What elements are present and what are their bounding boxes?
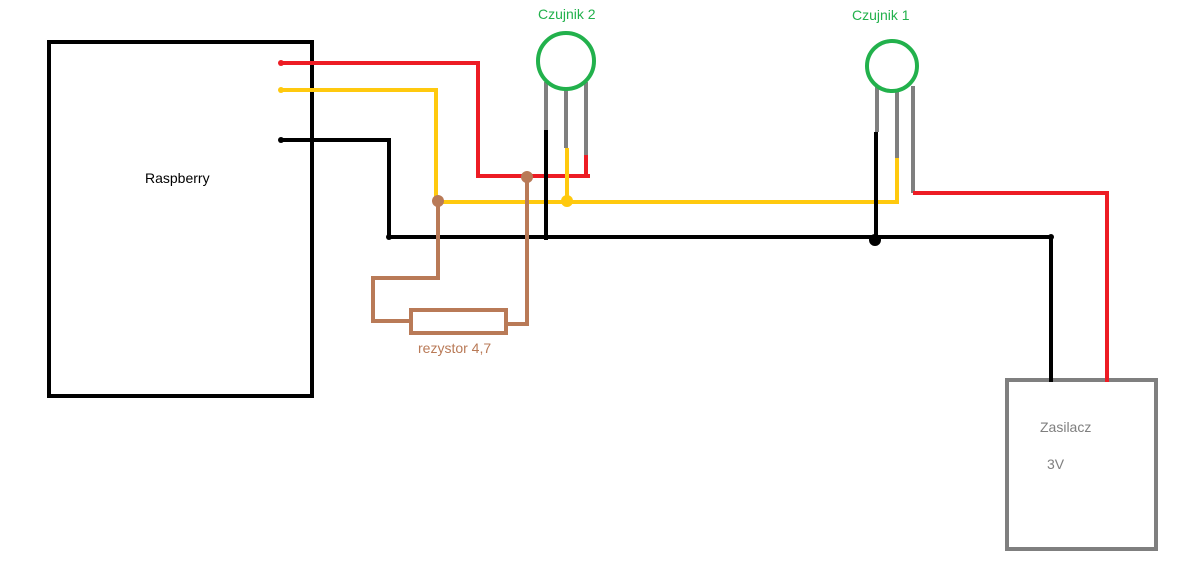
pin-dot-ground <box>278 137 284 143</box>
raspberry-label: Raspberry <box>145 170 210 186</box>
sensor1-legs <box>875 86 915 193</box>
resistor-junction-data <box>432 195 444 207</box>
ground-dot-right <box>1048 234 1054 240</box>
sensor2-legs <box>544 82 588 158</box>
voltage-label: 3V <box>1047 456 1065 472</box>
resistor <box>409 308 508 335</box>
resistor-junction-power <box>521 171 533 183</box>
pin-dot-data <box>278 87 284 93</box>
resistor-wire <box>371 177 529 326</box>
sensor1-circle <box>865 39 919 93</box>
sensor1-label: Czujnik 1 <box>852 7 910 23</box>
sensor2-label: Czujnik 2 <box>538 6 596 22</box>
power-wire <box>280 61 1109 382</box>
ground-junction <box>869 234 881 246</box>
data-wire <box>280 88 899 204</box>
sensor2-circle <box>536 31 596 91</box>
data-junction <box>561 195 573 207</box>
power-supply-label: Zasilacz <box>1040 419 1092 435</box>
raspberry-box <box>47 40 314 398</box>
ground-wire <box>280 130 1053 382</box>
power-supply-box <box>1005 378 1158 551</box>
pin-dot-power <box>278 60 284 66</box>
ground-dot-left <box>386 234 392 240</box>
resistor-label: rezystor 4,7 <box>418 340 492 356</box>
